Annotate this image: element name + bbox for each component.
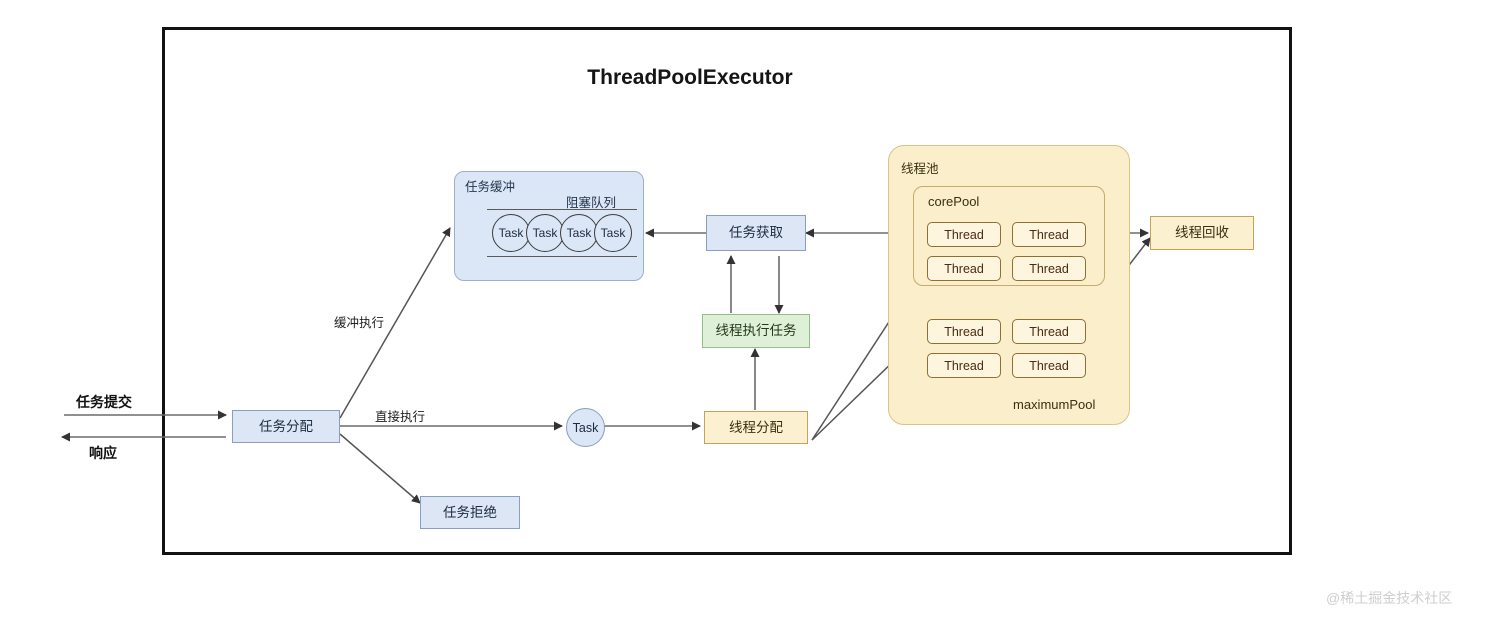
- node-maximum-pool-label: maximumPool: [1013, 397, 1096, 412]
- node-task-buffer-label: 任务缓冲: [465, 180, 516, 194]
- max-thread-box[interactable]: Thread: [1012, 353, 1086, 378]
- queue-task-circle[interactable]: Task: [560, 214, 598, 252]
- node-task-fetch-label: 任务获取: [729, 225, 783, 241]
- node-task-reject-label: 任务拒绝: [443, 504, 497, 520]
- blocking-queue-label: 阻塞队列: [566, 196, 617, 210]
- node-task-single-label: Task: [572, 420, 599, 435]
- queue-task-label: Task: [532, 226, 558, 240]
- blocking-queue-band: [487, 209, 637, 257]
- edge-label-direct-exec: 直接执行: [375, 410, 426, 424]
- node-task-single[interactable]: Task: [566, 408, 605, 447]
- node-core-pool-label: corePool: [928, 194, 980, 209]
- max-thread-label: Thread: [1029, 358, 1069, 373]
- max-thread-label: Thread: [1029, 324, 1069, 339]
- node-thread-alloc-label: 线程分配: [729, 419, 783, 435]
- core-thread-label: Thread: [944, 227, 984, 242]
- queue-task-circle[interactable]: Task: [492, 214, 530, 252]
- max-thread-box[interactable]: Thread: [927, 353, 1001, 378]
- threadpoolexecutor-boundary: [162, 27, 1292, 555]
- submit-label: 任务提交: [76, 394, 132, 410]
- node-task-dispatch-label: 任务分配: [259, 418, 313, 434]
- page-title: ThreadPoolExecutor: [587, 65, 793, 89]
- core-thread-box[interactable]: Thread: [927, 256, 1001, 281]
- node-core-pool[interactable]: [913, 186, 1105, 286]
- queue-task-label: Task: [498, 226, 524, 240]
- max-thread-label: Thread: [944, 324, 984, 339]
- node-thread-recycle-label: 线程回收: [1175, 225, 1229, 241]
- node-thread-alloc[interactable]: 线程分配: [704, 411, 808, 444]
- edge-label-buffered-exec: 缓冲执行: [334, 316, 385, 330]
- node-task-dispatch[interactable]: 任务分配: [232, 410, 340, 443]
- node-task-reject[interactable]: 任务拒绝: [420, 496, 520, 529]
- core-thread-box[interactable]: Thread: [927, 222, 1001, 247]
- core-thread-label: Thread: [1029, 261, 1069, 276]
- queue-task-circle[interactable]: Task: [526, 214, 564, 252]
- max-thread-box[interactable]: Thread: [927, 319, 1001, 344]
- core-thread-label: Thread: [944, 261, 984, 276]
- core-thread-box[interactable]: Thread: [1012, 256, 1086, 281]
- max-thread-box[interactable]: Thread: [1012, 319, 1086, 344]
- node-thread-execute-label: 线程执行任务: [715, 323, 797, 339]
- core-thread-box[interactable]: Thread: [1012, 222, 1086, 247]
- response-label: 响应: [89, 445, 117, 461]
- max-thread-label: Thread: [944, 358, 984, 373]
- node-task-fetch[interactable]: 任务获取: [706, 215, 806, 251]
- core-thread-label: Thread: [1029, 227, 1069, 242]
- queue-task-label: Task: [566, 226, 592, 240]
- watermark: @稀土掘金技术社区: [1326, 590, 1453, 606]
- queue-task-label: Task: [600, 226, 626, 240]
- node-thread-recycle[interactable]: 线程回收: [1150, 216, 1254, 250]
- queue-task-circle[interactable]: Task: [594, 214, 632, 252]
- node-thread-pool-label: 线程池: [901, 162, 939, 176]
- node-thread-execute[interactable]: 线程执行任务: [702, 314, 810, 348]
